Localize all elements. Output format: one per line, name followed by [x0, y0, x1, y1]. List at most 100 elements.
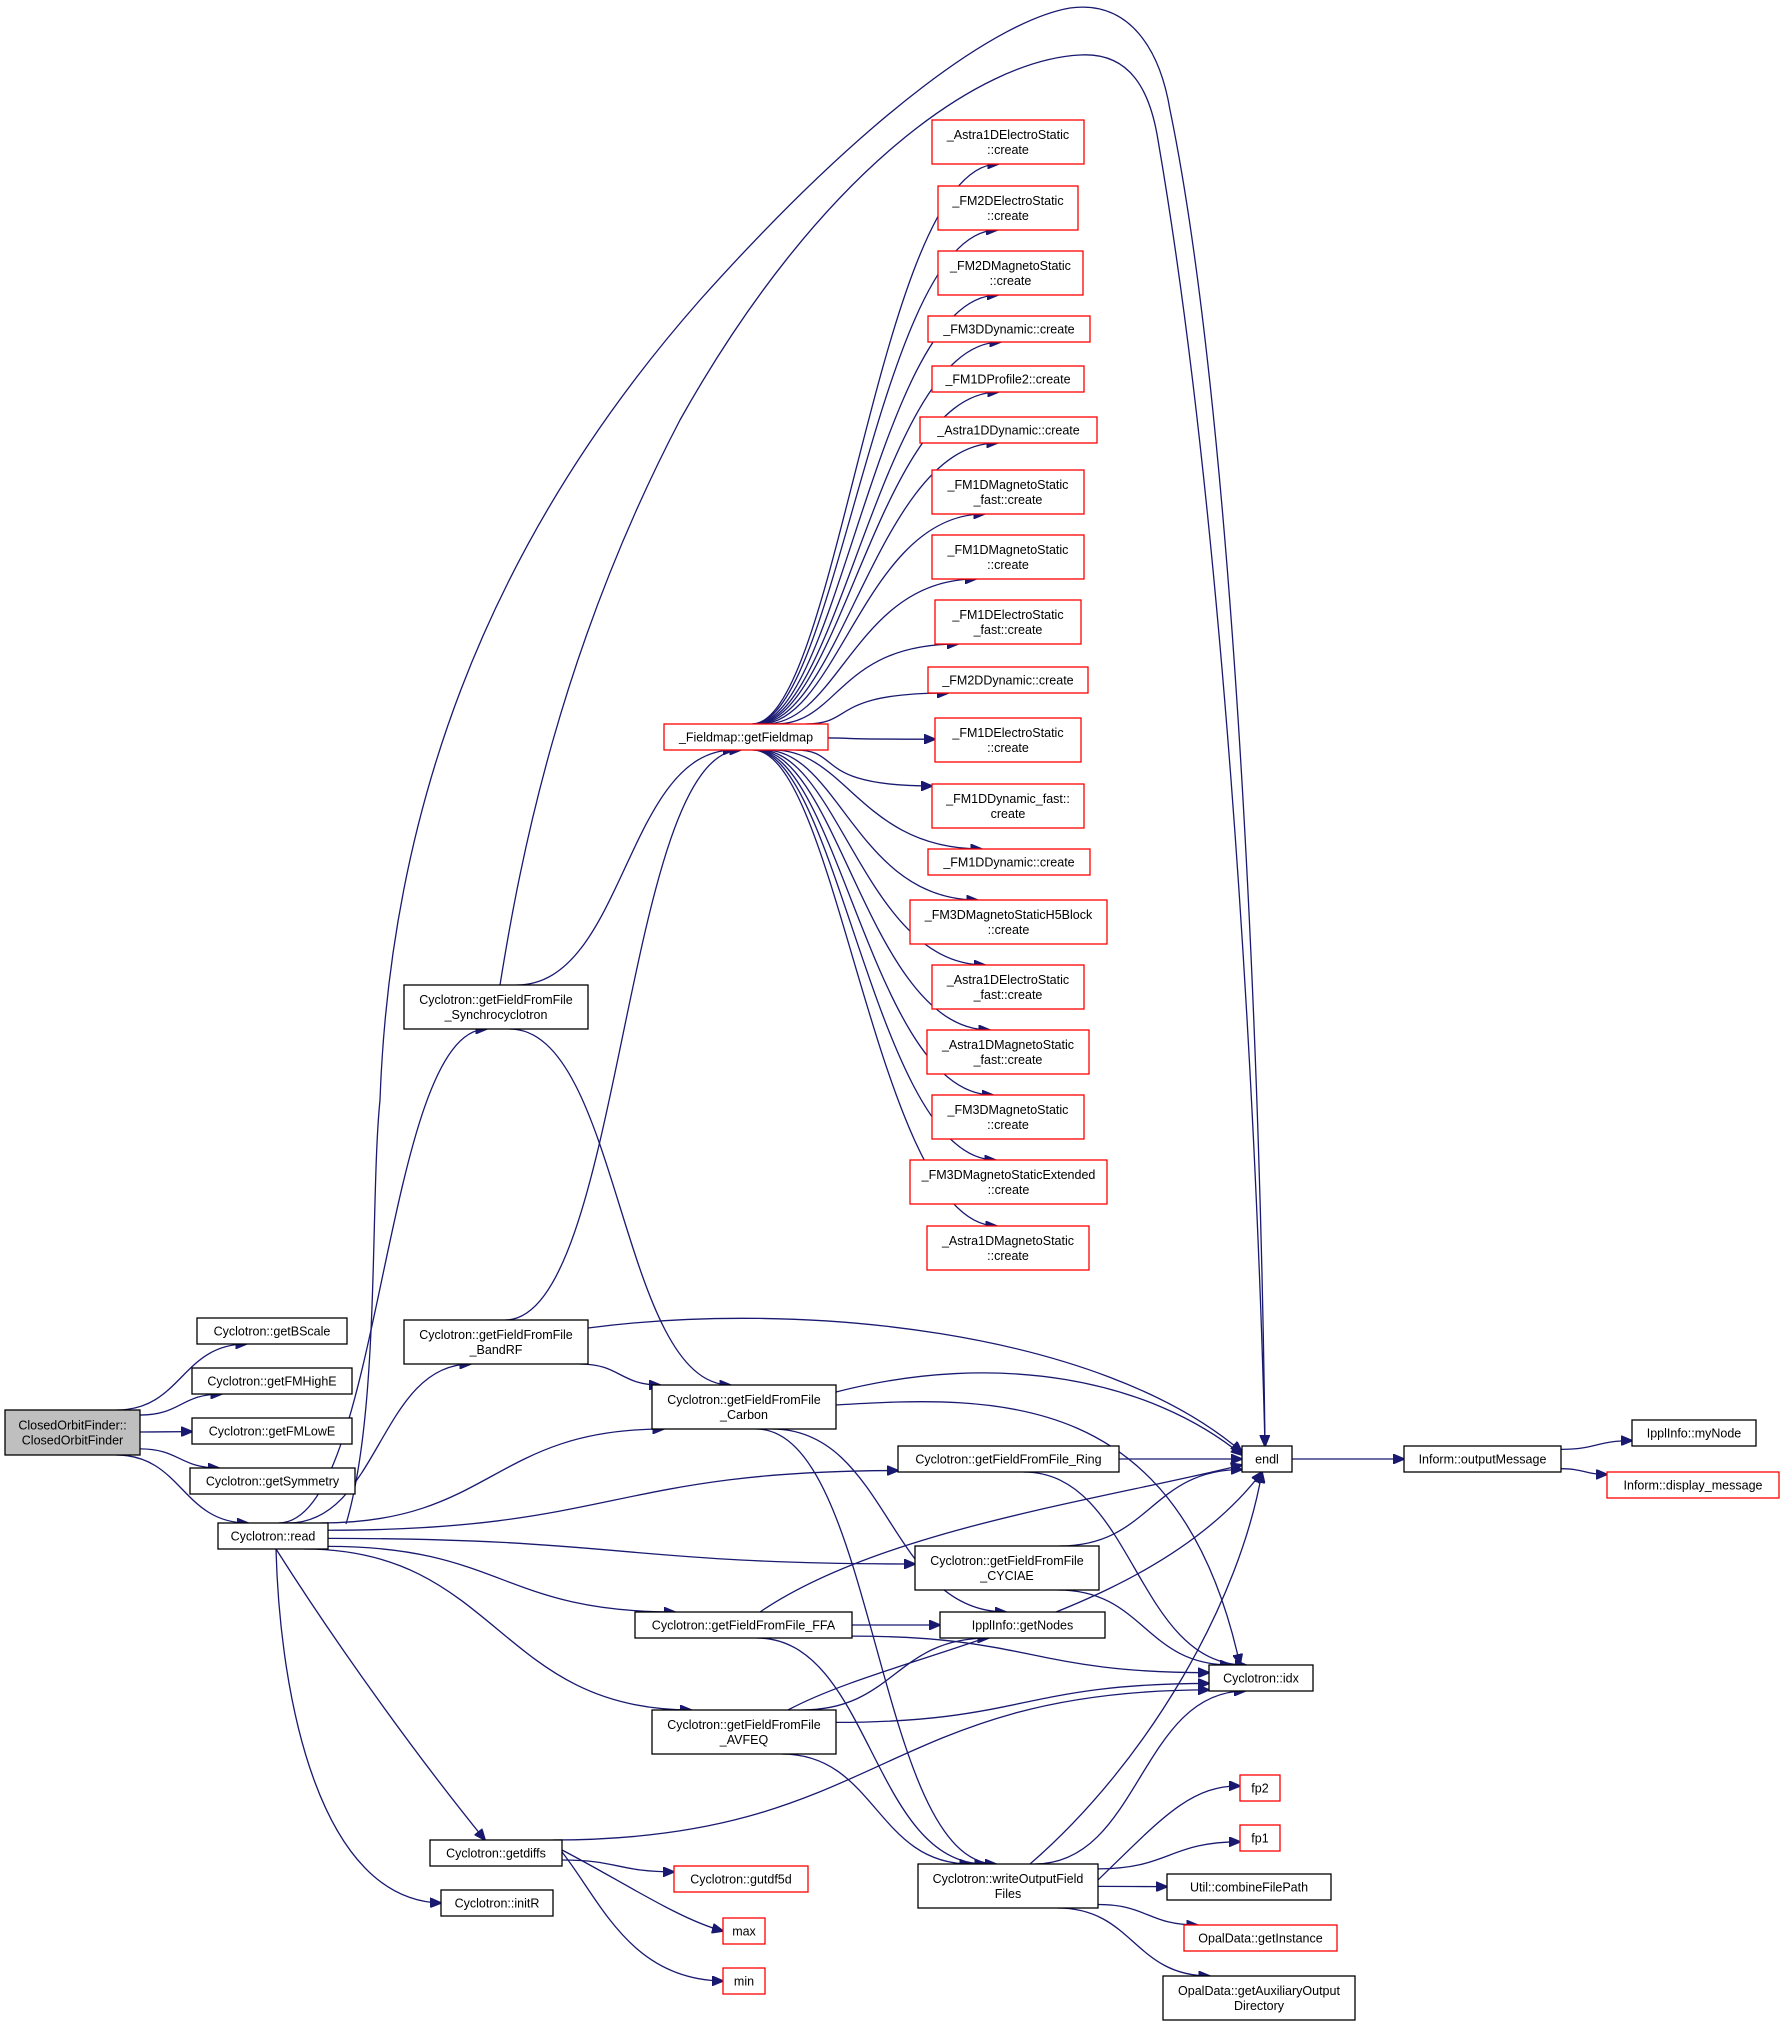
node-fp1[interactable]: fp1 [1239, 1824, 1281, 1852]
node-max[interactable]: max [722, 1917, 766, 1945]
node-box[interactable] [897, 1445, 1120, 1473]
node-fm_fm3dmsh5[interactable]: _FM3DMagnetoStaticH5Block::create [909, 899, 1108, 945]
node-box[interactable] [673, 1865, 809, 1893]
node-box[interactable] [196, 1317, 348, 1345]
node-box[interactable] [722, 1967, 766, 1995]
node-fm_fm1dprof2[interactable]: _FM1DProfile2::create [931, 365, 1085, 393]
node-getdiffs[interactable]: Cyclotron::getdiffs [429, 1839, 563, 1867]
node-box[interactable] [927, 666, 1089, 694]
node-box[interactable] [1208, 1664, 1314, 1692]
node-box[interactable] [651, 1709, 837, 1755]
node-gutdf5d[interactable]: Cyclotron::gutdf5d [673, 1865, 809, 1893]
node-box[interactable] [931, 469, 1085, 515]
node-box[interactable] [934, 599, 1082, 645]
node-cyciae[interactable]: Cyclotron::getFieldFromFile_CYCIAE [914, 1545, 1100, 1591]
node-box[interactable] [914, 1545, 1100, 1591]
node-min[interactable]: min [722, 1967, 766, 1995]
node-combineFilePath[interactable]: Util::combineFilePath [1166, 1873, 1332, 1901]
node-fm_astra1desfast[interactable]: _Astra1DElectroStatic_fast::create [931, 964, 1085, 1010]
node-initR[interactable]: Cyclotron::initR [440, 1889, 554, 1917]
node-ring[interactable]: Cyclotron::getFieldFromFile_Ring [897, 1445, 1120, 1473]
node-syncro[interactable]: Cyclotron::getFieldFromFile_Synchrocyclo… [403, 984, 589, 1030]
node-fieldmap[interactable]: _Fieldmap::getFieldmap [663, 723, 829, 751]
node-box[interactable] [722, 1917, 766, 1945]
node-box[interactable] [403, 1319, 589, 1365]
node-box[interactable] [931, 365, 1085, 393]
node-myNode[interactable]: IpplInfo::myNode [1631, 1419, 1757, 1447]
node-box[interactable] [1166, 1873, 1332, 1901]
node-getInstance[interactable]: OpalData::getInstance [1183, 1924, 1338, 1952]
node-box[interactable] [939, 1611, 1106, 1639]
node-fm_astra1ddyn[interactable]: _Astra1DDynamic::create [919, 416, 1098, 444]
node-outputMessage[interactable]: Inform::outputMessage [1403, 1445, 1562, 1473]
node-fm_fm1dmsfast[interactable]: _FM1DMagnetoStatic_fast::create [931, 469, 1085, 515]
node-box[interactable] [1239, 1824, 1281, 1852]
node-fm_fm3dmsext[interactable]: _FM3DMagnetoStaticExtended::create [909, 1159, 1108, 1205]
node-box[interactable] [651, 1384, 837, 1430]
node-box[interactable] [217, 1522, 329, 1550]
node-fm_fm3ddyn[interactable]: _FM3DDynamic::create [927, 315, 1091, 343]
node-getFMHighE[interactable]: Cyclotron::getFMHighE [191, 1367, 353, 1395]
node-box[interactable] [931, 964, 1085, 1010]
node-box[interactable] [937, 250, 1084, 296]
node-carbon[interactable]: Cyclotron::getFieldFromFile_Carbon [651, 1384, 837, 1430]
node-fm_fm1des[interactable]: _FM1DElectroStatic::create [934, 717, 1082, 763]
node-fm_fm1ddynfast[interactable]: _FM1DDynamic_fast::create [931, 783, 1085, 829]
node-ffa[interactable]: Cyclotron::getFieldFromFile_FFA [634, 1611, 853, 1639]
node-getBScale[interactable]: Cyclotron::getBScale [196, 1317, 348, 1345]
node-fm_astra1dmsfast[interactable]: _Astra1DMagnetoStatic_fast::create [926, 1029, 1090, 1075]
node-box[interactable] [1162, 1975, 1356, 2021]
node-fm_fm1ddyn[interactable]: _FM1DDynamic::create [927, 848, 1091, 876]
node-box[interactable] [919, 416, 1098, 444]
node-box[interactable] [634, 1611, 853, 1639]
node-box[interactable] [926, 1029, 1090, 1075]
node-box[interactable] [927, 315, 1091, 343]
node-box[interactable] [1631, 1419, 1757, 1447]
node-box[interactable] [934, 717, 1082, 763]
node-display_message[interactable]: Inform::display_message [1606, 1471, 1780, 1499]
node-fm_fm2dms[interactable]: _FM2DMagnetoStatic::create [937, 250, 1084, 296]
node-box[interactable] [189, 1467, 356, 1495]
node-box[interactable] [927, 848, 1091, 876]
node-box[interactable] [191, 1417, 353, 1445]
node-box[interactable] [191, 1367, 353, 1395]
node-box[interactable] [1241, 1445, 1293, 1473]
node-fm_fm3dms[interactable]: _FM3DMagnetoStatic::create [931, 1094, 1085, 1140]
node-box[interactable] [909, 1159, 1108, 1205]
node-box[interactable] [1606, 1471, 1780, 1499]
node-box[interactable] [931, 119, 1085, 165]
node-box[interactable] [917, 1863, 1099, 1909]
node-fm_fm2des[interactable]: _FM2DElectroStatic::create [937, 185, 1079, 231]
node-box[interactable] [4, 1409, 141, 1456]
node-fm_astra1des[interactable]: _Astra1DElectroStatic::create [931, 119, 1085, 165]
node-root[interactable]: ClosedOrbitFinder::ClosedOrbitFinder [4, 1409, 141, 1456]
node-box[interactable] [931, 1094, 1085, 1140]
node-fm_astra1dms[interactable]: _Astra1DMagnetoStatic::create [926, 1225, 1090, 1271]
node-box[interactable] [1403, 1445, 1562, 1473]
node-fm_fm1dms[interactable]: _FM1DMagnetoStatic::create [931, 534, 1085, 580]
node-box[interactable] [429, 1839, 563, 1867]
node-endl[interactable]: endl [1241, 1445, 1293, 1473]
node-box[interactable] [440, 1889, 554, 1917]
node-read[interactable]: Cyclotron::read [217, 1522, 329, 1550]
node-getSymmetry[interactable]: Cyclotron::getSymmetry [189, 1467, 356, 1495]
node-box[interactable] [1183, 1924, 1338, 1952]
node-box[interactable] [663, 723, 829, 751]
node-box[interactable] [931, 783, 1085, 829]
node-avfeq[interactable]: Cyclotron::getFieldFromFile_AVFEQ [651, 1709, 837, 1755]
node-idx[interactable]: Cyclotron::idx [1208, 1664, 1314, 1692]
node-box[interactable] [931, 534, 1085, 580]
node-bandrf[interactable]: Cyclotron::getFieldFromFile_BandRF [403, 1319, 589, 1365]
node-box[interactable] [926, 1225, 1090, 1271]
node-box[interactable] [1239, 1774, 1281, 1802]
node-box[interactable] [403, 984, 589, 1030]
node-box[interactable] [937, 185, 1079, 231]
node-box[interactable] [909, 899, 1108, 945]
node-fm_fm2ddyn[interactable]: _FM2DDynamic::create [927, 666, 1089, 694]
node-fp2[interactable]: fp2 [1239, 1774, 1281, 1802]
node-fm_fm1desfast[interactable]: _FM1DElectroStatic_fast::create [934, 599, 1082, 645]
node-getFMLowE[interactable]: Cyclotron::getFMLowE [191, 1417, 353, 1445]
node-getNodes[interactable]: IpplInfo::getNodes [939, 1611, 1106, 1639]
